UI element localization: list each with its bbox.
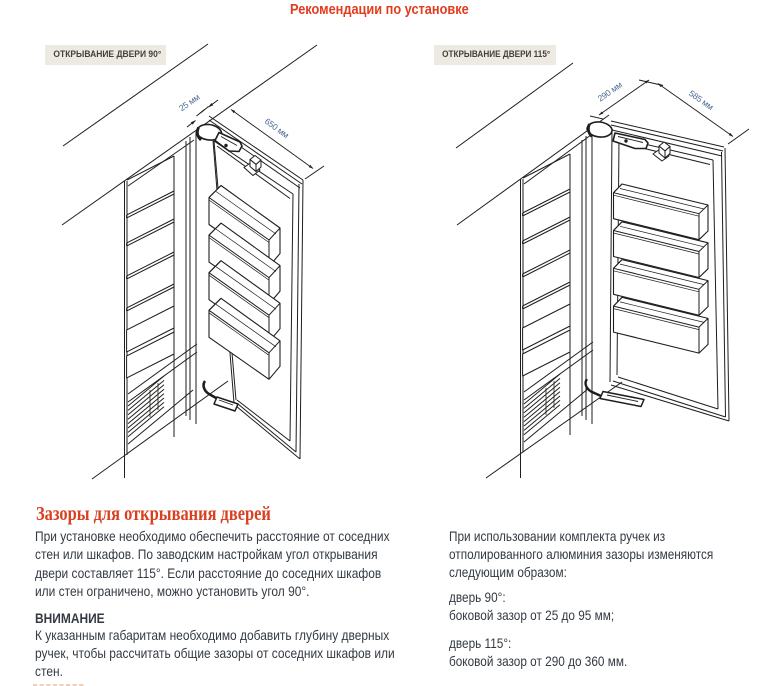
svg-text:650 мм: 650 мм — [263, 116, 291, 140]
svg-text:585 мм: 585 мм — [687, 88, 715, 112]
svg-text:25 мм: 25 мм — [177, 92, 202, 113]
